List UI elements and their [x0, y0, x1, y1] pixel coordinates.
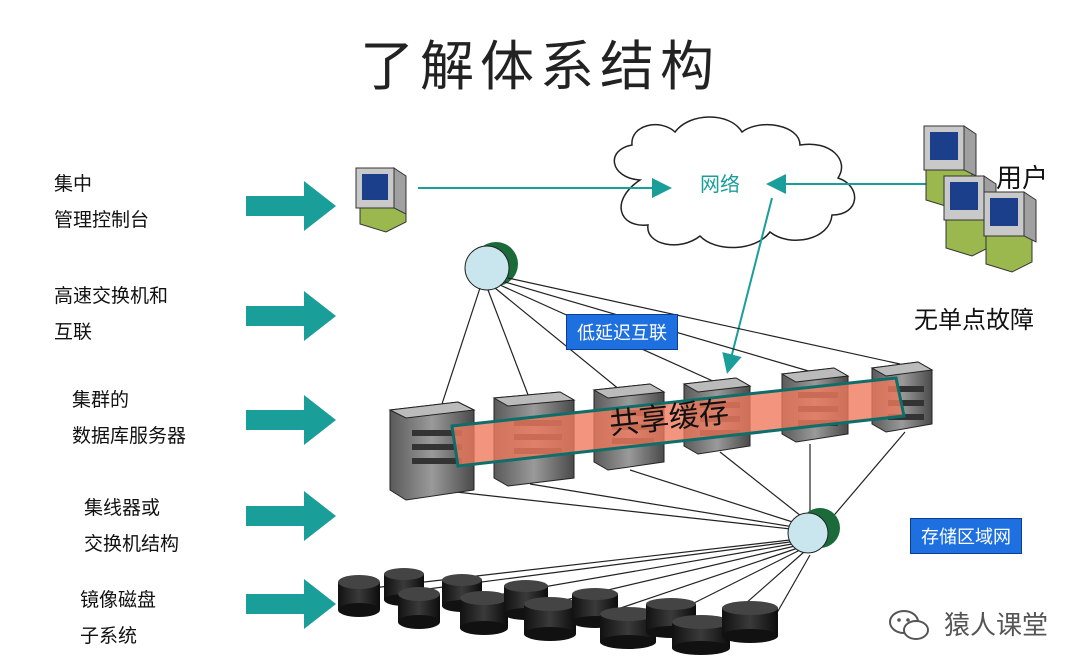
- top-switch-icon: [464, 242, 518, 291]
- user-computer-icon: [983, 191, 1037, 273]
- label-line: 交换机结构: [84, 533, 180, 555]
- level-arrows: [246, 181, 336, 629]
- disk-icon: [398, 587, 440, 629]
- label-line: 互联: [54, 321, 93, 343]
- label-line: 子系统: [80, 625, 138, 647]
- label-management-console: 集中 管理控制台: [54, 166, 149, 238]
- disk-icon: [722, 601, 778, 643]
- disk-icon: [338, 575, 380, 617]
- fabric-switch-icon: [787, 508, 840, 554]
- low-latency-badge: 低延迟互联: [566, 314, 678, 350]
- disk-icon: [600, 607, 656, 649]
- shared-cache-band: [450, 376, 906, 468]
- network-label: 网络: [700, 172, 740, 196]
- label-line: 集线器或: [84, 497, 161, 519]
- label-switch-interconnect: 高速交换机和 互联: [54, 278, 168, 350]
- arrow-right-icon: [246, 181, 336, 231]
- user-computer-icon: [943, 175, 997, 257]
- disk-icon: [672, 615, 730, 655]
- label-mirrored-disks: 镜像磁盘 子系统: [80, 582, 156, 654]
- arrow-right-icon: [246, 291, 336, 341]
- label-db-servers: 集群的 数据库服务器: [72, 382, 186, 454]
- label-line: 数据库服务器: [72, 425, 187, 447]
- disk-icon: [460, 591, 508, 635]
- console-computer-icon: [355, 167, 407, 233]
- wechat-logo-icon: [889, 610, 929, 640]
- label-line: 集中: [54, 173, 93, 195]
- network-servers-link: [722, 197, 773, 374]
- label-line: 集群的: [72, 389, 130, 411]
- page-title: 了解体系结构: [360, 35, 720, 98]
- label-line: 管理控制台: [54, 209, 150, 231]
- no-single-point-label: 无单点故障: [914, 306, 1034, 334]
- arrow-right-icon: [246, 579, 336, 629]
- arrow-right-icon: [246, 491, 336, 541]
- network-cloud-icon: [613, 116, 856, 249]
- san-badge: 存储区域网: [910, 518, 1022, 554]
- arrow-right-icon: [246, 395, 336, 445]
- users-label: 用户: [996, 164, 1049, 194]
- label-line: 高速交换机和: [54, 285, 169, 307]
- mirrored-disks: [338, 568, 778, 655]
- watermark-text: 猿人课堂: [943, 611, 1048, 641]
- label-line: 镜像磁盘: [80, 589, 157, 611]
- label-hub-switch-fabric: 集线器或 交换机结构: [84, 490, 179, 562]
- disk-icon: [524, 597, 576, 641]
